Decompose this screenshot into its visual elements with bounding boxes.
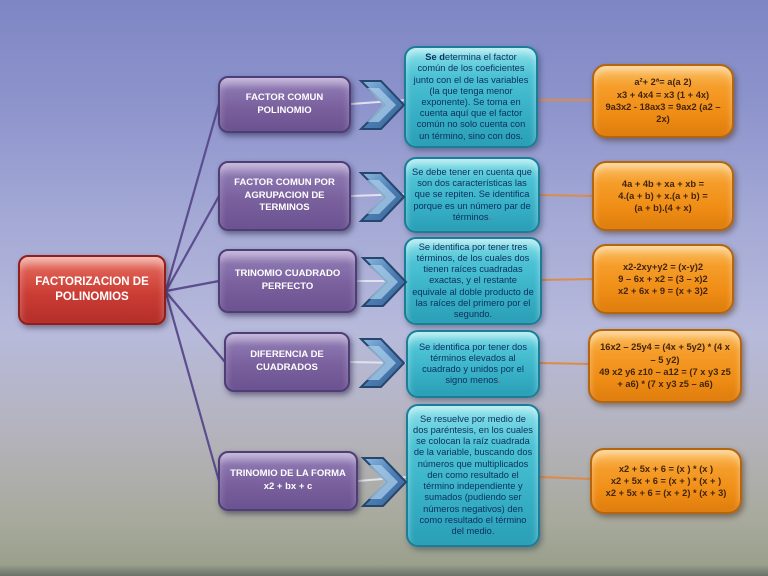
description-text: Se determina el factor común de los coef…: [413, 52, 529, 141]
root-connectors: [164, 103, 226, 482]
description-text: Se identifica por tener tres términos, d…: [412, 241, 534, 320]
formula-line: 9a3x2 - 18ax3 = 9ax2 (a2 – 2x): [605, 102, 721, 125]
formula-line: 9 – 6x + x2 = (3 – x)2: [618, 273, 708, 284]
chevron-right-icon: [358, 338, 406, 388]
method-label: FACTOR COMUN POR AGRUPACION DE TERMINOS: [234, 176, 335, 214]
method-label-line2: x2 + bx + c: [263, 481, 313, 492]
method-label: DIFERENCIA DE CUADRADOS: [250, 349, 324, 373]
description-box-trinomio-de-la-forma[interactable]: Se resuelve por medio de dos paréntesis,…: [406, 404, 540, 547]
method-box-diferencia-de-cuadrados[interactable]: DIFERENCIA DE CUADRADOS: [224, 332, 350, 392]
formula-line: x2-2xy+y2 = (x-y)2: [622, 261, 704, 272]
formula-line: x2 + 5x + 6 = (x ) * (x ): [618, 463, 714, 474]
description-text: Se debe tener en cuenta que son dos cara…: [412, 166, 532, 222]
formula-line: 16x2 – 25y4 = (4x + 5y2) * (4 x – 5 y2): [600, 342, 730, 365]
method-box-factor-comun-polinomio[interactable]: FACTOR COMUN POLINOMIO: [218, 76, 351, 133]
formula-line: (a + b).(4 + x): [634, 203, 692, 214]
formula-line: 49 x2 y6 z10 – a12 = (7 x y3 z5 + a6) * …: [599, 367, 731, 390]
chevron-right-icon: [358, 172, 406, 222]
root-topic-box[interactable]: FACTORIZACION DE POLINOMIOS: [18, 255, 166, 325]
method-label: TRINOMIO CUADRADO PERFECTO: [234, 268, 341, 292]
formula-box-diferencia-de-cuadrados[interactable]: 16x2 – 25y4 = (4x + 5y2) * (4 x – 5 y2) …: [588, 329, 742, 403]
chevron-right-icon: [360, 457, 408, 507]
formula-box-factor-comun-polinomio[interactable]: a²+ 2ª= a(a 2) x3 + 4x4 = x3 (1 + 4x) 9a…: [592, 64, 734, 138]
description-box-factor-comun-agrupacion[interactable]: Se debe tener en cuenta que son dos cara…: [404, 157, 540, 233]
formula-line: x2 + 5x + 6 = (x + ) * (x + ): [610, 475, 722, 486]
chevron-right-icon: [358, 80, 406, 130]
description-box-trinomio-cuadrado-perfecto[interactable]: Se identifica por tener tres términos, d…: [404, 237, 542, 325]
formula-box-factor-comun-agrupacion[interactable]: 4a + 4b + xa + xb = 4.(a + b) + x.(a + b…: [592, 161, 734, 231]
method-box-trinomio-cuadrado-perfecto[interactable]: TRINOMIO CUADRADO PERFECTO: [218, 249, 357, 313]
description-box-factor-comun-polinomio[interactable]: Se determina el factor común de los coef…: [404, 46, 538, 148]
method-label: TRINOMIO DE LA FORMA: [230, 468, 346, 480]
formula-connectors: [537, 99, 595, 480]
method-label: FACTOR COMUN POLINOMIO: [245, 91, 324, 116]
formula-line: 4.(a + b) + x.(a + b) =: [618, 190, 708, 201]
formula-box-trinomio-cuadrado-perfecto[interactable]: x2-2xy+y2 = (x-y)2 9 – 6x + x2 = (3 – x)…: [592, 244, 734, 314]
formula-line: 4a + 4b + xa + xb =: [621, 178, 705, 189]
root-topic-label: FACTORIZACION DE POLINOMIOS: [35, 276, 149, 303]
formula-line: x2 + 6x + 9 = (x + 3)2: [618, 286, 708, 297]
description-box-diferencia-de-cuadrados[interactable]: Se identifica por tener dos términos ele…: [406, 330, 540, 398]
method-box-trinomio-de-la-forma[interactable]: TRINOMIO DE LA FORMA x2 + bx + c: [218, 451, 358, 511]
formula-box-trinomio-de-la-forma[interactable]: x2 + 5x + 6 = (x ) * (x ) x2 + 5x + 6 = …: [590, 448, 742, 514]
description-text: Se resuelve por medio de dos paréntesis,…: [413, 413, 533, 537]
formula-line: x2 + 5x + 6 = (x + 2) * (x + 3): [605, 488, 727, 499]
method-box-factor-comun-agrupacion[interactable]: FACTOR COMUN POR AGRUPACION DE TERMINOS: [218, 161, 351, 231]
chevron-right-icon: [360, 257, 408, 307]
formula-line: x3 + 4x4 = x3 (1 + 4x): [616, 89, 710, 100]
description-text: Se identifica por tener dos términos ele…: [418, 341, 527, 386]
formula-line: a²+ 2ª= a(a 2): [634, 77, 692, 88]
